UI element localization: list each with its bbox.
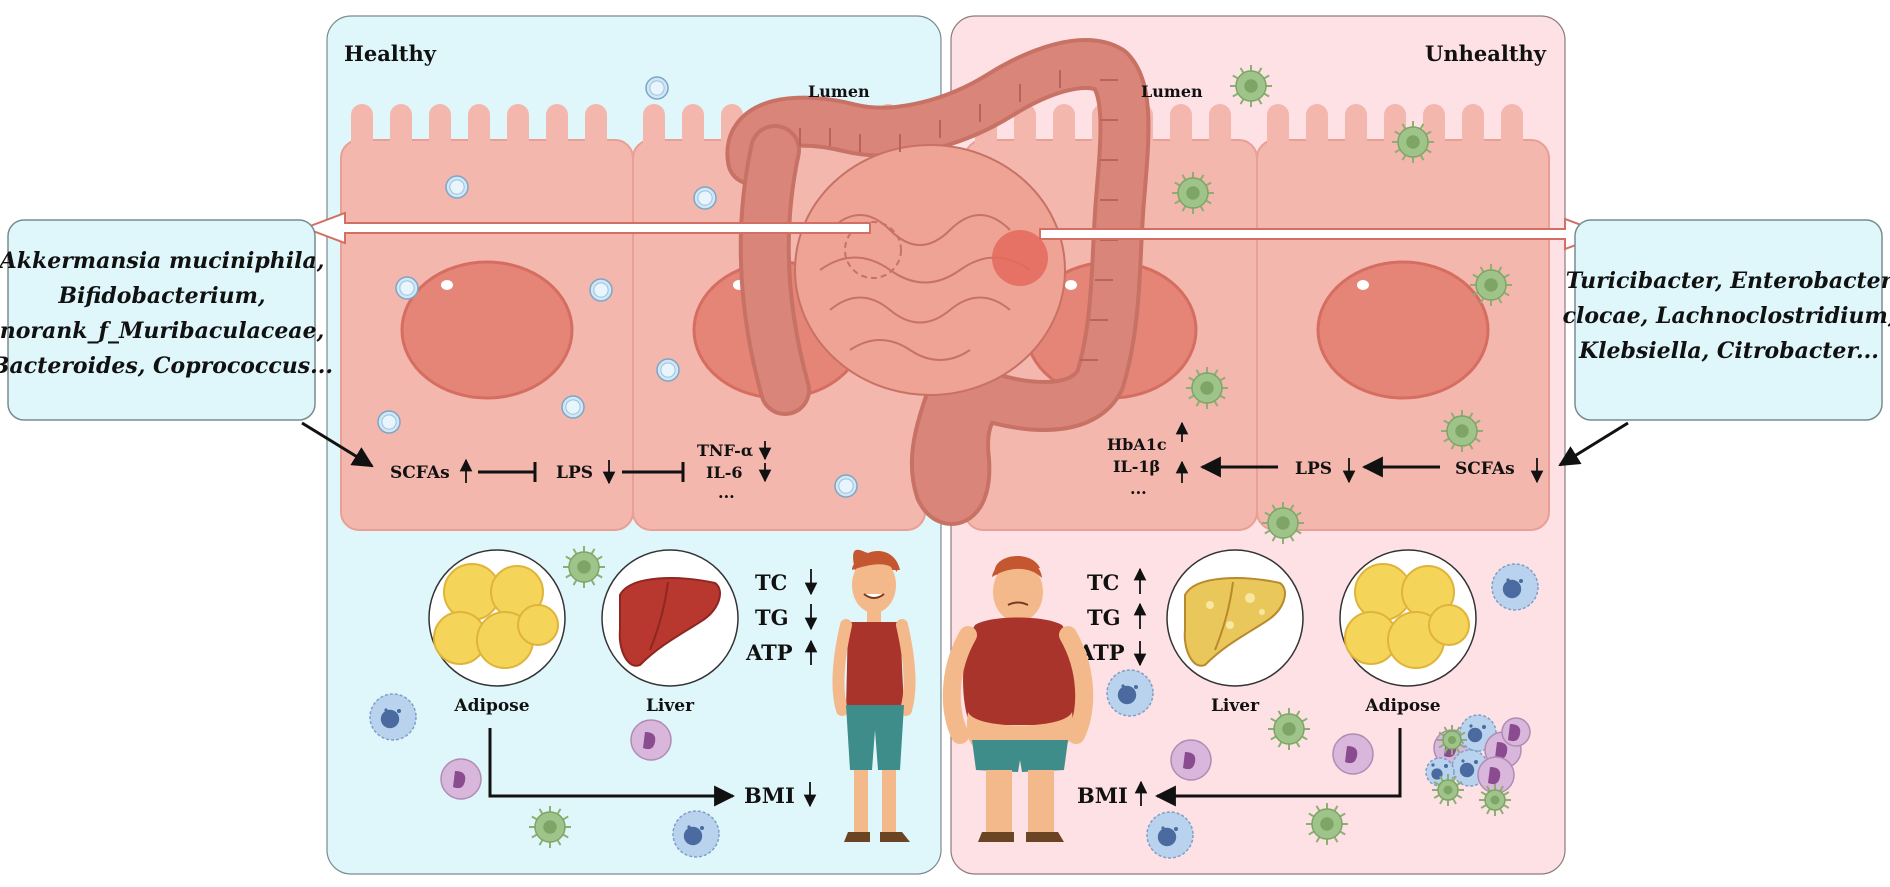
- probiotic-bubble: [645, 76, 669, 100]
- unhealthy-bacteria-line-1: Turicibacter, Enterobacter: [1566, 268, 1890, 294]
- unhealthy-marker-2: IL-1β: [1113, 457, 1160, 476]
- healthy-bacteria-line-3: norank_f_Muribaculaceae,: [0, 318, 324, 344]
- unhealthy-liver-label: Liver: [1211, 696, 1260, 716]
- unhealthy-person-illustration: [942, 556, 1094, 842]
- probiotic-bubble: [589, 278, 613, 302]
- healthy-bacteria-line-4: Bacteroides, Coprococcus...: [0, 353, 333, 379]
- pathogen-microbe: [1262, 502, 1304, 544]
- unhealthy-bmi-label: BMI: [1077, 783, 1128, 808]
- healthy-bmi-label: BMI: [744, 783, 795, 808]
- pathogen-microbe: [1470, 264, 1512, 306]
- immune-cell: [672, 810, 720, 858]
- immune-cell: [1106, 669, 1154, 717]
- pathogen-microbe: [1432, 774, 1464, 806]
- macrophage-cell: [630, 719, 672, 761]
- unhealthy-tc-label: TC: [1087, 570, 1119, 595]
- pathogen-microbe: [1186, 367, 1228, 409]
- pathogen-microbe: [1172, 172, 1214, 214]
- healthy-box-to-scfas-arrow: [301, 421, 374, 468]
- probiotic-bubble: [656, 358, 680, 382]
- unhealthy-adipose-icon: [1339, 549, 1477, 687]
- unhealthy-bacteria-line-3: Klebsiella, Citrobacter...: [1578, 338, 1879, 364]
- healthy-bacteria-line-1: Akkermansia muciniphila,: [0, 248, 324, 274]
- healthy-liver-icon: [601, 549, 739, 687]
- healthy-title: Healthy: [344, 41, 437, 66]
- healthy-lumen-label: Lumen: [808, 82, 870, 101]
- pathogen-microbe: [1306, 803, 1348, 845]
- arrow-to-healthy-box: [302, 211, 871, 245]
- macrophage-cell: [1332, 733, 1374, 775]
- macrophage-cell: [1501, 717, 1531, 747]
- unhealthy-box-to-scfas-arrow: [1558, 421, 1629, 467]
- healthy-scfas-label: SCFAs: [390, 463, 450, 483]
- macrophage-cell: [1170, 739, 1212, 781]
- pathogen-microbe: [1392, 121, 1434, 163]
- pathogen-microbe: [1230, 65, 1272, 107]
- healthy-atp-label: ATP: [745, 640, 793, 665]
- unhealthy-marker-3: ...: [1130, 479, 1147, 498]
- probiotic-bubble: [834, 474, 858, 498]
- unhealthy-marker-1: HbA1c: [1107, 435, 1167, 454]
- healthy-liver-label: Liver: [646, 696, 695, 716]
- unhealthy-bacteria-box: [1574, 219, 1883, 421]
- epithelial-cell: [340, 104, 634, 531]
- immune-cell: [1491, 563, 1539, 611]
- healthy-adipose-icon: [428, 549, 566, 687]
- pathogen-microbe: [1479, 784, 1511, 816]
- healthy-tg-label: TG: [755, 605, 789, 630]
- healthy-cytokine-1: TNF-α: [697, 441, 753, 460]
- microbes: [369, 65, 1539, 859]
- macrophage-cell: [440, 758, 482, 800]
- healthy-bacteria-box: [7, 219, 316, 421]
- probiotic-bubble: [693, 186, 717, 210]
- unhealthy-bacteria-line-2: clocae, Lachnoclostridium,: [1563, 303, 1890, 329]
- unhealthy-title: Unhealthy: [1425, 41, 1547, 66]
- immune-cell: [1146, 811, 1194, 859]
- probiotic-bubble: [395, 276, 419, 300]
- pathogen-microbe: [1441, 410, 1483, 452]
- healthy-cytokine-3: ...: [718, 483, 735, 502]
- immune-cell: [369, 693, 417, 741]
- unhealthy-lps-label: LPS: [1295, 459, 1332, 479]
- healthy-bacteria-line-2: Bifidobacterium,: [57, 283, 265, 309]
- probiotic-bubble: [561, 395, 585, 419]
- probiotic-bubble: [377, 410, 401, 434]
- unhealthy-tg-label: TG: [1087, 605, 1121, 630]
- unhealthy-scfas-label: SCFAs: [1455, 459, 1515, 479]
- healthy-lps-label: LPS: [556, 463, 593, 483]
- unhealthy-lumen-label: Lumen: [1141, 82, 1203, 101]
- healthy-tc-label: TC: [755, 570, 787, 595]
- probiotic-bubble: [445, 175, 469, 199]
- pathogen-microbe: [529, 806, 571, 848]
- healthy-person-illustration: [832, 549, 916, 842]
- pathogen-microbe: [1437, 725, 1467, 755]
- healthy-cytokine-2: IL-6: [706, 463, 743, 482]
- unhealthy-adipose-label: Adipose: [1364, 696, 1440, 716]
- unhealthy-organs-to-bmi-arrow: [1154, 728, 1402, 807]
- pathogen-microbe: [1268, 708, 1310, 750]
- healthy-adipose-label: Adipose: [453, 696, 529, 716]
- healthy-organs-to-bmi-arrow: [488, 728, 736, 807]
- unhealthy-liver-icon: [1166, 549, 1304, 687]
- pathogen-microbe: [563, 546, 605, 588]
